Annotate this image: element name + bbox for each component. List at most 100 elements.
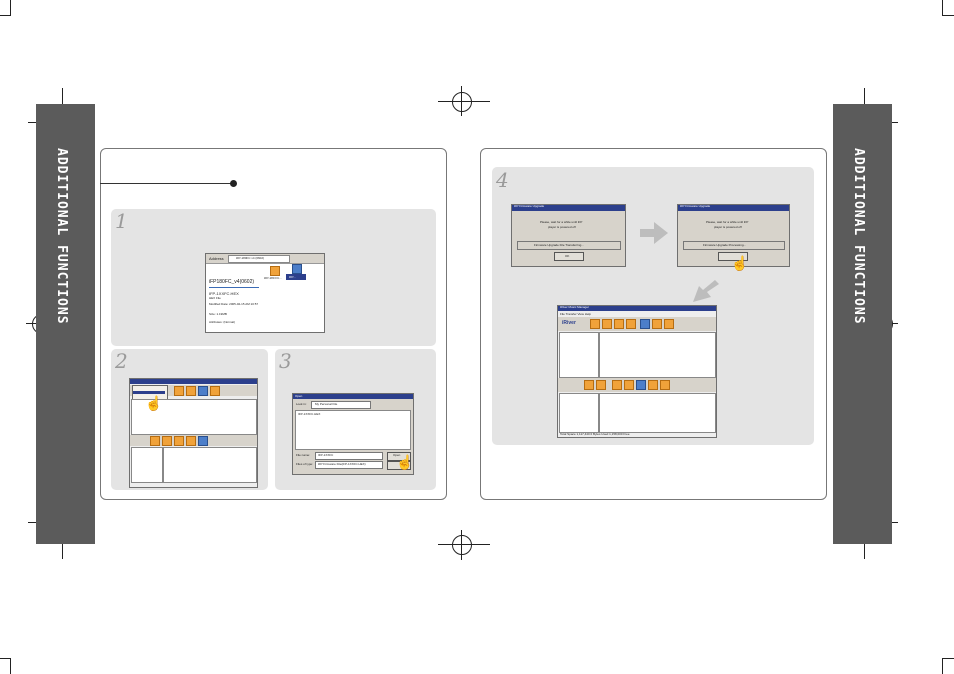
transfer-icon[interactable]: [174, 436, 184, 446]
explorer-window: Address iFP-180FC v4 (0602) iFP180FC_v4(…: [205, 253, 325, 333]
icon-caption: iFP...: [289, 275, 296, 279]
file-list-top: [131, 399, 257, 435]
registration-mark: [438, 544, 490, 545]
title-bar: [293, 394, 413, 399]
toolbar-icon[interactable]: [640, 319, 650, 329]
file-type-select[interactable]: [315, 461, 383, 469]
folder-tree: [131, 447, 163, 483]
registration-mark: [452, 92, 472, 112]
cancel-button[interactable]: [387, 461, 411, 470]
file-name-label: File name:: [296, 453, 311, 457]
dialog-title: Open: [295, 394, 303, 398]
folder-icon[interactable]: [270, 266, 280, 276]
transfer-icon[interactable]: [648, 380, 658, 390]
toolbar-icon[interactable]: [174, 386, 184, 396]
upgrade-dialog-processing: iFP Firmware Upgrade Please, wait for a …: [677, 204, 790, 267]
crop-mark: [0, 15, 10, 16]
hex-file-icon[interactable]: [292, 264, 302, 274]
title-bar: [558, 306, 716, 311]
side-tab-label: ADDITIONAL FUNCTIONS: [54, 148, 69, 325]
transfer-icon[interactable]: [198, 436, 208, 446]
look-in-select[interactable]: [311, 401, 371, 409]
toolbar-icon[interactable]: [590, 319, 600, 329]
dialog-title: iFP Firmware Upgrade: [680, 204, 711, 208]
status-text: Firmware Upgrade Processing...: [703, 243, 747, 247]
status-field: [517, 241, 621, 250]
transfer-icon[interactable]: [162, 436, 172, 446]
message-line-1: Please, wait for a while until iFP: [706, 220, 749, 224]
status-bar: Total Space 1,117,440 0 Bytes Used 1,158…: [560, 432, 630, 436]
open-button[interactable]: [387, 452, 411, 461]
section-header-dot: [230, 180, 237, 187]
selected-file-highlight[interactable]: [286, 274, 306, 280]
file-name-value: IFP-1XXFC: [318, 453, 334, 457]
look-in-label: Look in:: [296, 402, 307, 406]
crop-mark: [942, 15, 954, 16]
ok-button[interactable]: [554, 252, 584, 261]
modified-date: Modified Date: 2005-02-15 AM 10:57: [209, 302, 259, 306]
title-bar: [512, 205, 625, 211]
down-left-arrow-icon: [693, 280, 719, 302]
transfer-icon[interactable]: [584, 380, 594, 390]
transfer-icon[interactable]: [150, 436, 160, 446]
file-name: IFP-1XXFC.HEX: [209, 291, 239, 296]
pc-file-list: [599, 332, 716, 378]
toolbar-icon[interactable]: [626, 319, 636, 329]
menu-highlight[interactable]: [133, 391, 165, 394]
crop-mark: [10, 0, 11, 16]
menu-bar[interactable]: File Transfer View Help: [560, 312, 591, 316]
ok-button[interactable]: [718, 252, 748, 261]
side-tab-right: ADDITIONAL FUNCTIONS: [833, 104, 892, 544]
side-tab-left: ADDITIONAL FUNCTIONS: [36, 104, 95, 544]
file-type-label: Files of type:: [296, 462, 314, 466]
crop-mark: [10, 658, 11, 674]
pointer-hand-icon: ☝: [396, 454, 414, 470]
title-bar: [130, 379, 257, 384]
step-3-number: 3: [279, 349, 292, 373]
message-line-2: player is powered off: [548, 225, 576, 229]
window-title: iRiver Music Manager: [560, 305, 590, 309]
toolbar-icon[interactable]: [614, 319, 624, 329]
registration-mark: [461, 530, 462, 560]
toolbar-icon[interactable]: [198, 386, 208, 396]
toolbar: [558, 317, 716, 331]
file-list-item[interactable]: IFP-1XXFC.HEX: [298, 412, 321, 416]
message-line-1: Please, wait for a while until iFP: [540, 220, 583, 224]
toolbar-icon[interactable]: [186, 386, 196, 396]
transfer-icon[interactable]: [186, 436, 196, 446]
brand-logo: iRiver: [562, 320, 576, 326]
address-value: iFP-180FC v4 (0602): [236, 256, 265, 260]
file-attributes: Attributes: (Normal): [209, 320, 236, 324]
crop-mark: [0, 658, 10, 659]
file-list: [295, 410, 411, 450]
pointer-hand-icon: ☝: [731, 255, 749, 271]
registration-mark: [461, 86, 462, 116]
file-name-input[interactable]: [315, 452, 383, 460]
toolbar-icon[interactable]: [602, 319, 612, 329]
toolbar-icon[interactable]: [210, 386, 220, 396]
step-4-number: 4: [496, 168, 509, 192]
dialog-title: iFP Firmware Upgrade: [514, 204, 545, 208]
status-text: Firmware Upgrade File Transferring...: [534, 243, 584, 247]
toolbar-icon[interactable]: [664, 319, 674, 329]
title-underline: [209, 287, 259, 288]
registration-mark: [452, 535, 472, 555]
status-field: [683, 241, 785, 250]
step-1-number: 1: [115, 209, 128, 233]
file-type-value: iFP Firmware File(iFP-1XXFC.HEX): [318, 462, 366, 466]
music-manager-window: [129, 378, 258, 488]
section-header-line: [100, 183, 233, 184]
transfer-icon[interactable]: [636, 380, 646, 390]
message-line-2: player is powered off: [714, 225, 742, 229]
device-file-list: [599, 393, 716, 433]
pointer-hand-icon: ☝: [145, 395, 163, 411]
pc-folder-tree: [559, 332, 599, 378]
transfer-icon[interactable]: [624, 380, 634, 390]
toolbar-icon[interactable]: [652, 319, 662, 329]
device-folder-tree: [559, 393, 599, 433]
transfer-icon[interactable]: [596, 380, 606, 390]
file-list-bottom: [163, 447, 257, 483]
transfer-icon[interactable]: [612, 380, 622, 390]
crop-mark: [942, 658, 943, 674]
transfer-icon[interactable]: [660, 380, 670, 390]
